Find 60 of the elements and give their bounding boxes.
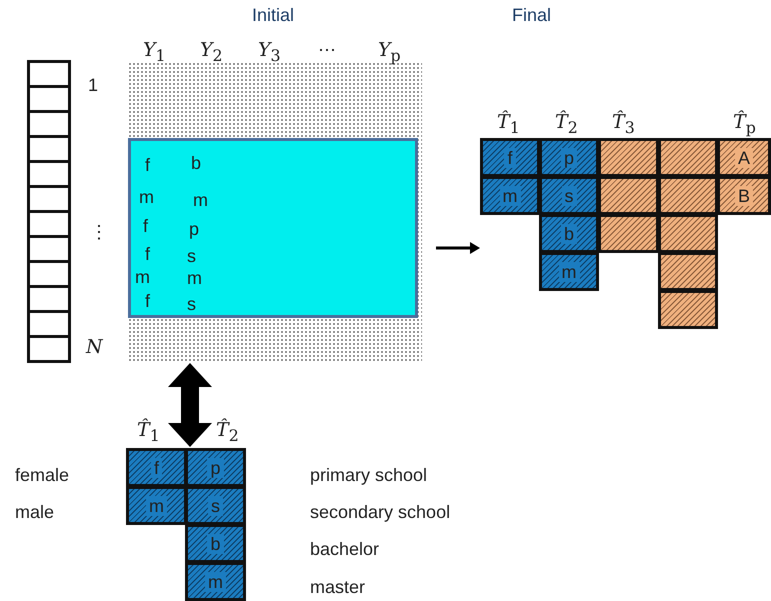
data-value: m xyxy=(187,268,202,288)
table-cell: B xyxy=(717,176,771,215)
table-cell: s xyxy=(185,486,246,525)
table-cell xyxy=(598,138,659,177)
variable-label: Y$_{3}$ xyxy=(258,40,281,66)
data-value: m xyxy=(193,190,208,210)
table-cell: b xyxy=(539,214,599,253)
table-cell: f xyxy=(480,138,540,177)
panel-title: Initial xyxy=(252,5,294,25)
observed-data-box xyxy=(128,138,418,318)
data-value: f xyxy=(145,244,150,264)
data-value: s xyxy=(187,294,196,314)
table-cell: b xyxy=(185,524,246,563)
index-column xyxy=(27,60,71,360)
row-label: master xyxy=(310,577,366,597)
table-cell: A xyxy=(717,138,771,177)
panel-title: Final xyxy=(512,5,552,25)
row-label: bachelor xyxy=(310,539,380,559)
variable-label: T̂$_{2}$ xyxy=(216,420,239,446)
table-cell xyxy=(658,176,718,215)
table-cell: m xyxy=(480,176,540,215)
data-value: f xyxy=(143,216,148,236)
table-cell: s xyxy=(539,176,599,215)
row-label: secondary school xyxy=(310,502,450,522)
table-cell: f xyxy=(126,448,187,487)
table-cell: p xyxy=(185,448,246,487)
variable-label: T̂$_{2}$ xyxy=(555,112,578,138)
row-label: ⋯ xyxy=(318,40,336,60)
variable-label: N xyxy=(86,337,103,357)
table-cell: p xyxy=(539,138,599,177)
table-cell xyxy=(658,214,718,253)
data-value: p xyxy=(189,219,200,239)
data-value: b xyxy=(191,153,202,173)
table-cell xyxy=(658,252,718,291)
row-label: female xyxy=(15,465,70,485)
double-arrow xyxy=(168,363,212,447)
row-label: ⋮ xyxy=(90,222,108,242)
variable-label: T̂$_{1}$ xyxy=(137,420,160,446)
variable-label: T̂$_{1}$ xyxy=(497,112,520,138)
variable-label: Y$_{p}$ xyxy=(378,40,401,66)
variable-label: Y$_{1}$ xyxy=(143,40,166,66)
table-cell xyxy=(598,176,659,215)
arrow xyxy=(436,242,480,254)
table-cell xyxy=(658,138,718,177)
table-cell xyxy=(658,290,718,329)
table-cell: m xyxy=(185,562,246,601)
variable-label: Y$_{2}$ xyxy=(200,40,223,66)
data-value: m xyxy=(135,267,150,287)
data-value: f xyxy=(145,155,150,175)
data-value: s xyxy=(187,246,196,266)
variable-label: T̂$_{p}$ xyxy=(733,112,756,138)
row-label: 1 xyxy=(88,75,98,95)
table-cell xyxy=(598,214,659,253)
table-cell: m xyxy=(126,486,187,525)
row-label: primary school xyxy=(310,465,428,485)
data-value: m xyxy=(139,187,154,207)
row-label: male xyxy=(15,502,54,522)
data-value: f xyxy=(145,291,150,311)
variable-label: T̂$_{3}$ xyxy=(612,112,635,138)
table-cell: m xyxy=(539,252,599,291)
